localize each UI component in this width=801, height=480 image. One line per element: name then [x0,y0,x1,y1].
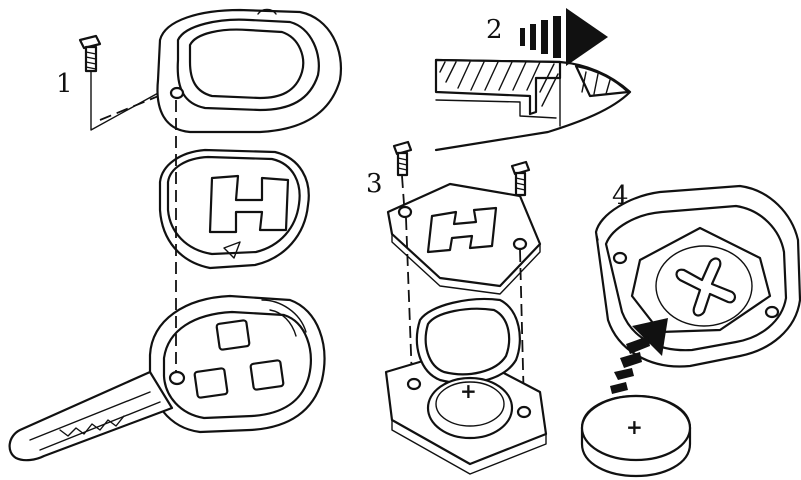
step3-screw-icon-right [510,160,531,197]
keypad-plate [386,182,542,295]
battery-polarity-label: + [626,415,643,439]
step-number-3: 3 [366,169,383,199]
step1-leader [90,71,161,131]
push-arrow-icon [520,8,608,66]
plate-line-right [519,249,525,409]
cross-section [434,58,632,152]
key-body [8,294,326,462]
coin-battery-icon [580,394,692,478]
step-number-2: 2 [486,15,503,45]
step-number-1: 1 [56,69,73,99]
plate-line-left [405,217,413,381]
gasket-and-base [384,298,548,475]
open-case [594,184,801,368]
rubber-keypad [158,148,310,270]
screw-line-left [401,175,405,205]
step1-screw-icon [78,34,102,73]
holder-polarity-label: + [460,379,477,403]
fob-top-cover [156,8,343,134]
step3-screw-icon [392,140,413,177]
step1-leader-dashed [99,87,179,121]
battery-arrow-icon [610,318,668,394]
